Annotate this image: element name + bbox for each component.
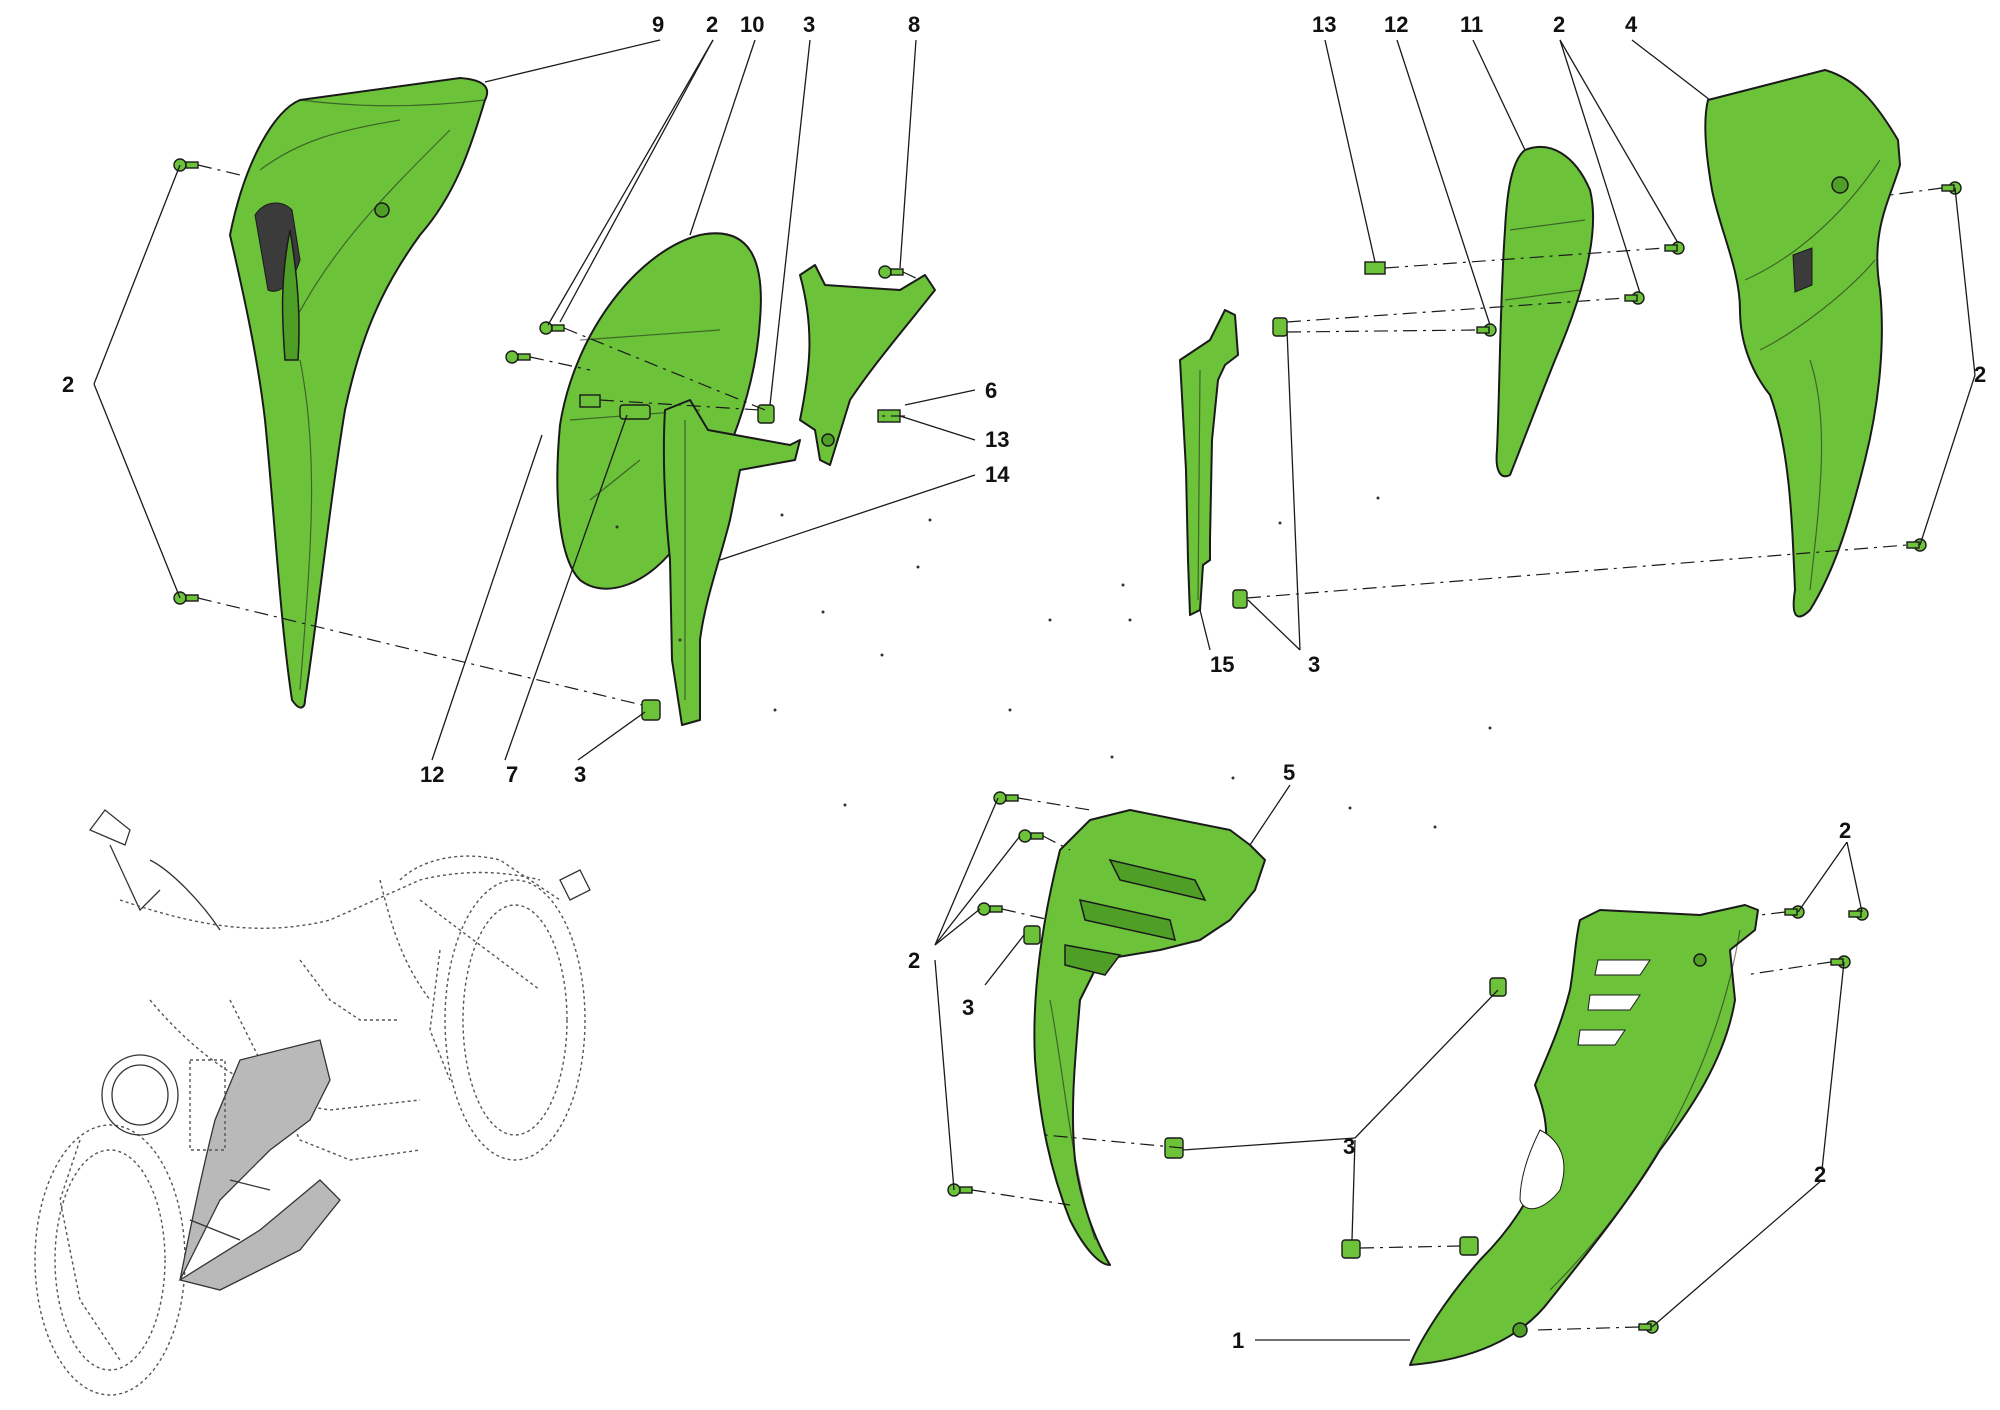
part-right-side-fairing[interactable] — [1704, 69, 1901, 618]
part-left-side-fairing[interactable] — [229, 77, 489, 709]
screw-icon[interactable] — [878, 265, 904, 279]
callout-6: 6 — [985, 378, 997, 403]
clip-nut-icon[interactable] — [641, 699, 661, 721]
leader-lines — [93, 39, 1976, 1341]
screw-icon[interactable] — [1830, 955, 1851, 969]
clip-nut-icon[interactable] — [1489, 977, 1507, 997]
callout-1: 1 — [1232, 1328, 1244, 1353]
callout-4: 4 — [1625, 12, 1638, 37]
callout-3: 3 — [1308, 652, 1320, 677]
callout-14: 14 — [985, 462, 1010, 487]
motorcycle-reference-sketch — [34, 809, 591, 1396]
callout-2: 2 — [1974, 362, 1986, 387]
callout-13: 13 — [985, 427, 1009, 452]
part-left-inner-panel[interactable] — [556, 232, 762, 590]
part-lower-right-belly-pan[interactable] — [1409, 904, 1759, 1366]
callout-12: 12 — [1384, 12, 1408, 37]
part-right-inner-panel[interactable] — [1495, 145, 1595, 478]
clip-nut-icon[interactable] — [1232, 589, 1248, 609]
clip-nut-icon[interactable] — [1023, 925, 1041, 945]
screw-icon[interactable] — [1476, 323, 1497, 337]
callout-3: 3 — [1343, 1134, 1355, 1159]
screw-icon[interactable] — [1906, 538, 1927, 552]
callout-2: 2 — [706, 12, 718, 37]
callout-15: 15 — [1210, 652, 1234, 677]
screw-icon[interactable] — [947, 1183, 973, 1197]
callout-5: 5 — [1283, 760, 1295, 785]
screw-icon[interactable] — [505, 350, 531, 364]
screw-icon[interactable] — [173, 158, 199, 172]
screw-icon[interactable] — [1638, 1320, 1659, 1334]
callout-13: 13 — [1312, 12, 1336, 37]
part-left-support-bracket[interactable] — [662, 399, 801, 726]
screw-icon[interactable] — [1664, 241, 1685, 255]
screw-icon[interactable] — [539, 321, 565, 335]
callout-2: 2 — [1839, 818, 1851, 843]
callout-3: 3 — [803, 12, 815, 37]
screw-icon[interactable] — [1941, 181, 1962, 195]
spacer-icon[interactable] — [619, 404, 651, 420]
clip-nut-icon[interactable] — [1341, 1239, 1361, 1259]
screw-icon[interactable] — [173, 591, 199, 605]
clip-nut-icon[interactable] — [1272, 317, 1288, 337]
screw-icon[interactable] — [1624, 291, 1645, 305]
spacer-icon[interactable] — [579, 394, 601, 408]
clip-nut-icon[interactable] — [1459, 1236, 1479, 1256]
callout-2: 2 — [1553, 12, 1565, 37]
callout-2: 2 — [1814, 1162, 1826, 1187]
callout-10: 10 — [740, 12, 764, 37]
callout-11: 11 — [1460, 12, 1483, 37]
assembly-lines — [197, 164, 1943, 1331]
scatter-dots — [615, 496, 1492, 829]
callout-labels: 9 2 10 3 8 13 12 11 2 4 2 6 13 14 2 12 7… — [62, 12, 1986, 1353]
callout-3: 3 — [574, 762, 586, 787]
callout-8: 8 — [908, 12, 920, 37]
part-lower-left-belly-pan[interactable] — [1033, 809, 1266, 1266]
screw-icon[interactable] — [1848, 907, 1869, 921]
screw-icon[interactable] — [977, 902, 1003, 916]
part-right-support-bracket[interactable] — [1179, 309, 1239, 616]
screw-icon[interactable] — [1018, 829, 1044, 843]
callout-12: 12 — [420, 762, 444, 787]
spacer-icon[interactable] — [1364, 261, 1386, 275]
callout-7: 7 — [506, 762, 518, 787]
callout-2: 2 — [62, 372, 74, 397]
callout-9: 9 — [652, 12, 664, 37]
callout-3: 3 — [962, 995, 974, 1020]
callout-2: 2 — [908, 948, 920, 973]
clip-nut-icon[interactable] — [757, 404, 775, 424]
part-left-bracket[interactable] — [799, 264, 936, 466]
